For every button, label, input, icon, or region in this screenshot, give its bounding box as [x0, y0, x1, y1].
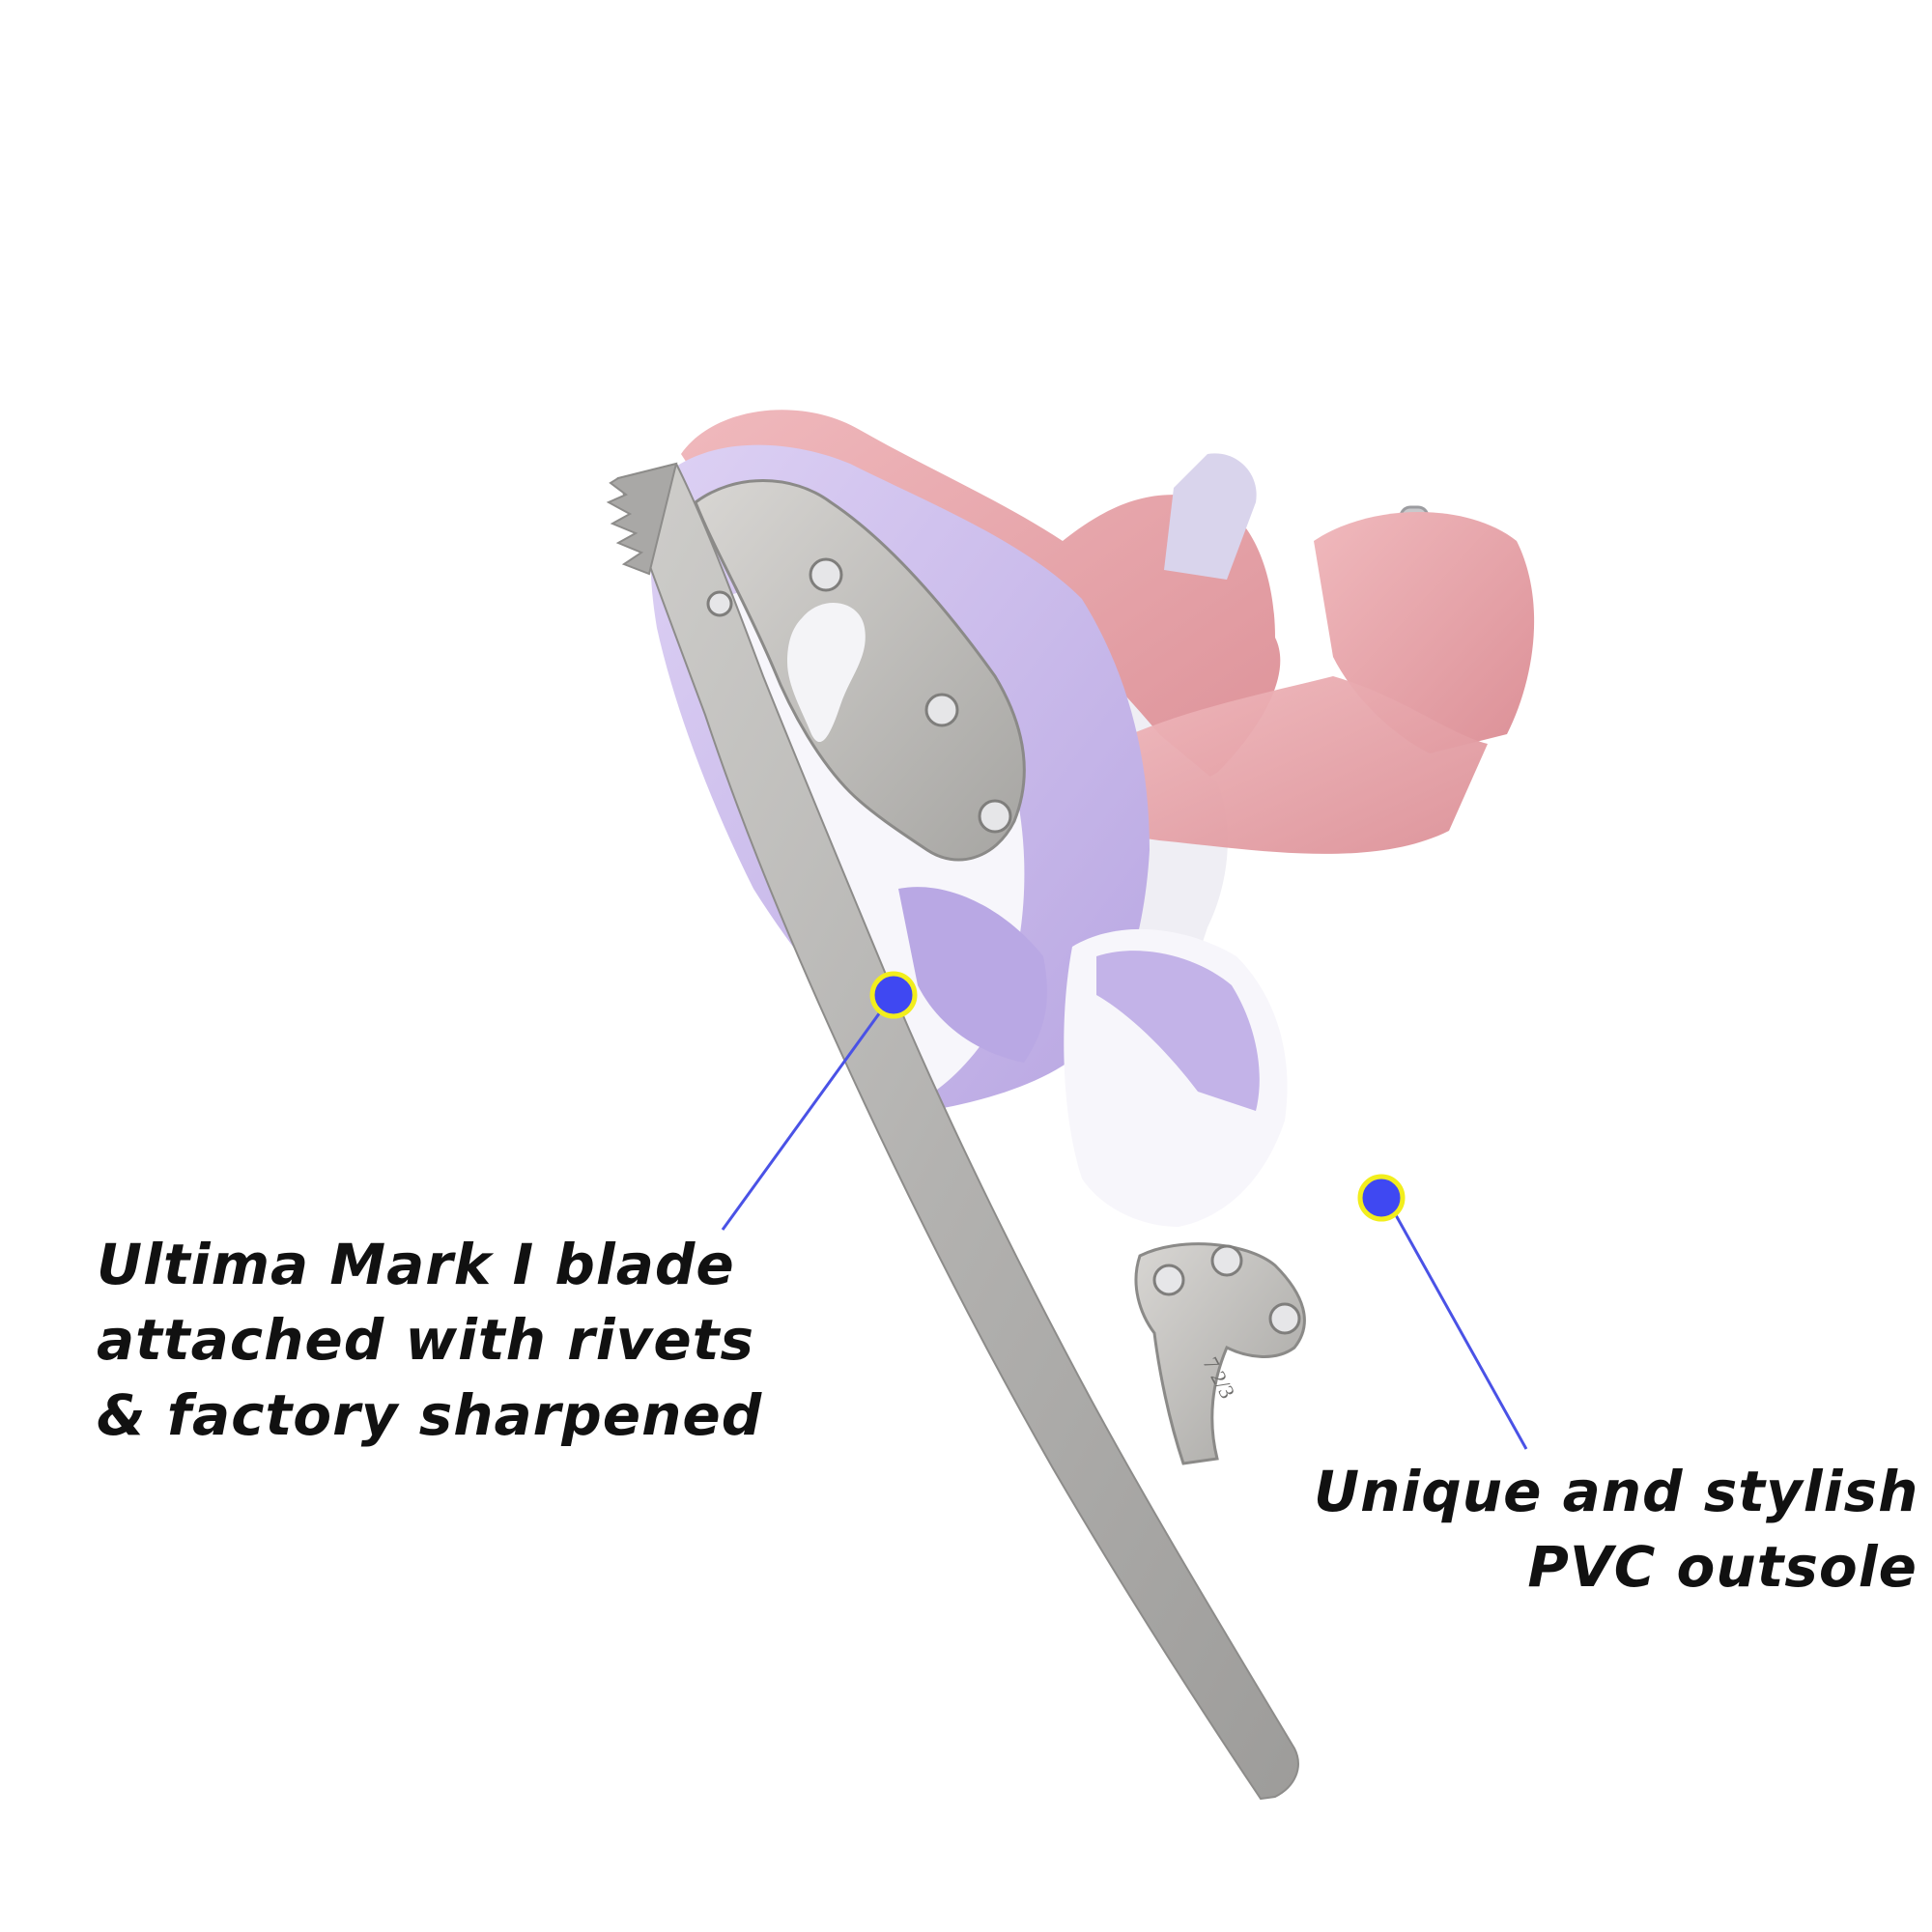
- rear-heel-plate: [1134, 1242, 1306, 1465]
- blade-leader-line: [721, 994, 895, 1231]
- toe-pick: [606, 462, 678, 576]
- outsole-leader-line: [1384, 1197, 1528, 1450]
- ultima-mark-i-blade: 7 2/3: [606, 462, 1306, 1801]
- tongue-logo-patch: [1164, 453, 1257, 580]
- rear-rivets: [1152, 1244, 1301, 1335]
- front-mounting-plate: [694, 479, 1026, 862]
- blade-callout-line-1: Ultima Mark I blade: [97, 1232, 735, 1297]
- blade-callout-line-2: attached with rivets: [97, 1307, 754, 1373]
- blade-callout-line-3: & factory sharpened: [97, 1382, 763, 1448]
- outsole-callout-line-2: PVC outsole: [1527, 1534, 1918, 1600]
- blade-callout-text: Ultima Mark I blade attached with rivets…: [97, 1227, 763, 1453]
- front-rivets: [706, 557, 1012, 834]
- callout-marker-icon: [869, 971, 918, 1019]
- heart-cutout: [787, 602, 866, 743]
- callout-marker-icon: [1357, 1174, 1406, 1222]
- outsole-callout-text: Unique and stylish PVC outsole: [1314, 1454, 1918, 1605]
- outsole-callout-line-1: Unique and stylish: [1314, 1459, 1919, 1524]
